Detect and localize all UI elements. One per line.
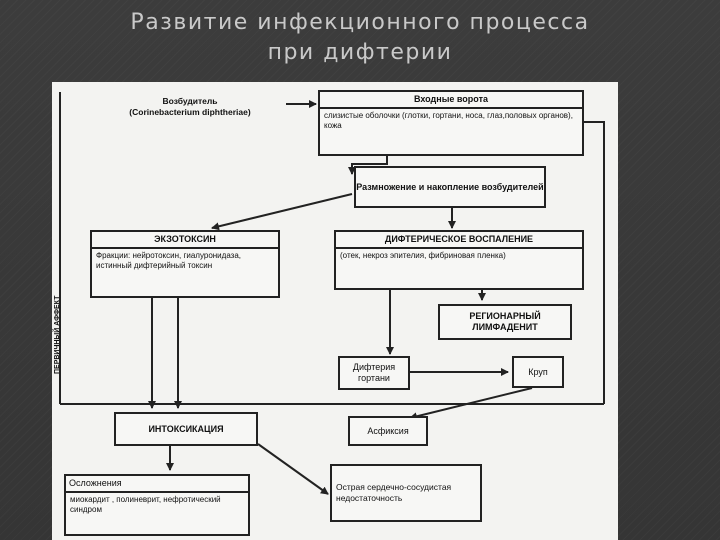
pathogen-title: Возбудитель bbox=[162, 96, 218, 106]
complications-title: Осложнения bbox=[66, 476, 248, 493]
arrow-multiplication-to-exotoxin bbox=[211, 193, 353, 231]
diagram-panel: ПЕРВИЧНЫЙ АФФЕКТ Возбудитель (Corinebact… bbox=[52, 82, 618, 540]
lymphadenitis-text: РЕГИОНАРНЫЙ ЛИМФАДЕНИТ bbox=[469, 311, 541, 332]
intoxication-text: ИНТОКСИКАЦИЯ bbox=[148, 423, 224, 434]
exotoxin-box: ЭКЗОТОКСИН Фракции: нейротоксин, гиалуро… bbox=[90, 230, 280, 298]
pathogen-subtitle: (Corinebacterium diphtheriae) bbox=[129, 107, 251, 117]
arrow-croup-to-asphyxia bbox=[409, 387, 533, 421]
pathogen-node: Возбудитель (Corinebacterium diphtheriae… bbox=[92, 96, 288, 118]
arrow-gate-to-multiplication bbox=[348, 154, 388, 175]
diagram-arrows bbox=[59, 92, 605, 495]
arrow-intoxication-to-cardio bbox=[257, 443, 329, 495]
entry-gate-box: Входные ворота слизистые оболочки (глотк… bbox=[318, 90, 584, 156]
asphyxia-box: Асфиксия bbox=[348, 416, 428, 446]
slide-title-line-2: при дифтерии bbox=[267, 40, 453, 65]
croup-box: Круп bbox=[512, 356, 564, 388]
complications-body: миокардит , полиневрит, нефротический си… bbox=[70, 495, 221, 514]
slide-title-line-1: Развитие инфекционного процесса bbox=[130, 10, 590, 35]
inflammation-title: ДИФТЕРИЧЕСКОЕ ВОСПАЛЕНИЕ bbox=[336, 232, 582, 249]
larynx-text: Дифтерия гортани bbox=[352, 362, 396, 383]
exotoxin-title: ЭКЗОТОКСИН bbox=[92, 232, 278, 249]
inflammation-body: (отек, некроз эпителия, фибриновая пленк… bbox=[340, 251, 506, 260]
cardio-text: Острая сердечно-сосудистая недостаточнос… bbox=[336, 482, 452, 503]
lymphadenitis-box: РЕГИОНАРНЫЙ ЛИМФАДЕНИТ bbox=[438, 304, 572, 340]
larynx-box: Дифтерия гортани bbox=[338, 356, 410, 390]
asphyxia-text: Асфиксия bbox=[367, 425, 409, 436]
complications-box: Осложнения миокардит , полиневрит, нефро… bbox=[64, 474, 250, 536]
cardio-box: Острая сердечно-сосудистая недостаточнос… bbox=[330, 464, 482, 522]
multiplication-box: Размножение и накопление возбудителей bbox=[354, 166, 546, 208]
croup-text: Круп bbox=[528, 366, 548, 377]
entry-gate-title: Входные ворота bbox=[320, 92, 582, 109]
inflammation-box: ДИФТЕРИЧЕСКОЕ ВОСПАЛЕНИЕ (отек, некроз э… bbox=[334, 230, 584, 290]
slide-title: Развитие инфекционного процесса при дифт… bbox=[0, 8, 720, 68]
exotoxin-body: Фракции: нейротоксин, гиалуронидаза, ист… bbox=[96, 251, 242, 270]
intoxication-box: ИНТОКСИКАЦИЯ bbox=[114, 412, 258, 446]
entry-gate-body: слизистые оболочки (глотки, гортани, нос… bbox=[324, 111, 573, 130]
frame-right-line bbox=[584, 121, 605, 404]
multiplication-text: Размножение и накопление возбудителей bbox=[356, 181, 544, 192]
primary-affect-label: ПЕРВИЧНЫЙ АФФЕКТ bbox=[54, 295, 61, 375]
